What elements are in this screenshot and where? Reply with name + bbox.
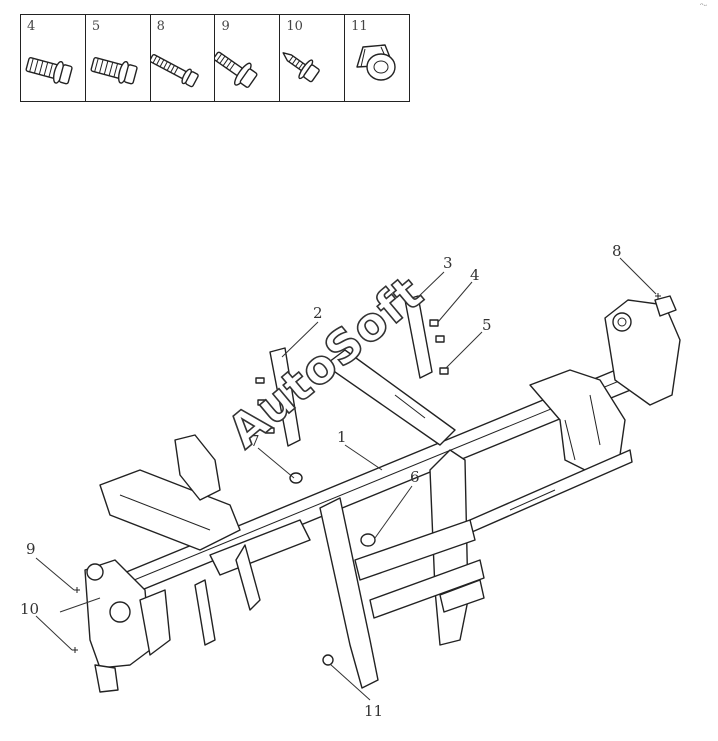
left-mounting-bracket	[84, 559, 171, 693]
legend-number: 5	[91, 19, 101, 34]
bracket-3	[404, 295, 449, 379]
tapping-screw-icon	[282, 52, 321, 83]
watermark: AutoSoft	[217, 265, 433, 459]
legend-number: 9	[221, 19, 230, 34]
legend-cell-11: 11	[345, 15, 409, 101]
fastener-legend: 4 5 8	[20, 14, 410, 102]
bracket-2	[255, 347, 301, 447]
callout-10: 10	[20, 600, 39, 618]
flange-bolt-short-icon	[25, 57, 73, 85]
legend-cell-5: 5	[86, 15, 151, 101]
long-hex-bolt-icon	[150, 54, 199, 88]
legend-number: 8	[156, 19, 165, 34]
callout-7: 7	[250, 432, 260, 450]
legend-number: 10	[286, 19, 303, 34]
legend-cell-8: 8	[150, 15, 216, 101]
corner-mark: ᵔᵕ	[700, 2, 707, 12]
callout-3: 3	[443, 254, 453, 272]
fastener-marks	[72, 293, 661, 666]
callout-5: 5	[482, 316, 492, 334]
flange-bolt-short-icon	[90, 57, 138, 85]
right-mounting-bracket	[604, 295, 681, 406]
callout-4: 4	[470, 266, 480, 284]
washer-bolt-icon	[215, 51, 258, 88]
legend-cell-9: 9	[215, 15, 281, 101]
left-tray-bracket	[99, 434, 311, 646]
right-center-frame	[469, 369, 633, 533]
legend-cell-4: 4	[21, 15, 86, 101]
callout-9: 9	[26, 540, 36, 558]
callout-8: 8	[612, 242, 622, 260]
callout-2: 2	[313, 304, 323, 322]
upper-support-strut	[324, 349, 456, 446]
leader-lines	[35, 257, 657, 701]
legend-number: 4	[27, 19, 36, 34]
plastic-clip-icon	[356, 44, 396, 81]
callout-1: 1	[337, 428, 347, 446]
legend-cell-10: 10	[280, 15, 346, 101]
callout-11: 11	[364, 702, 383, 720]
cross-beam-tube	[94, 343, 658, 604]
callout-6: 6	[410, 468, 420, 486]
center-vertical-post	[319, 449, 485, 689]
legend-number: 11	[351, 19, 368, 34]
